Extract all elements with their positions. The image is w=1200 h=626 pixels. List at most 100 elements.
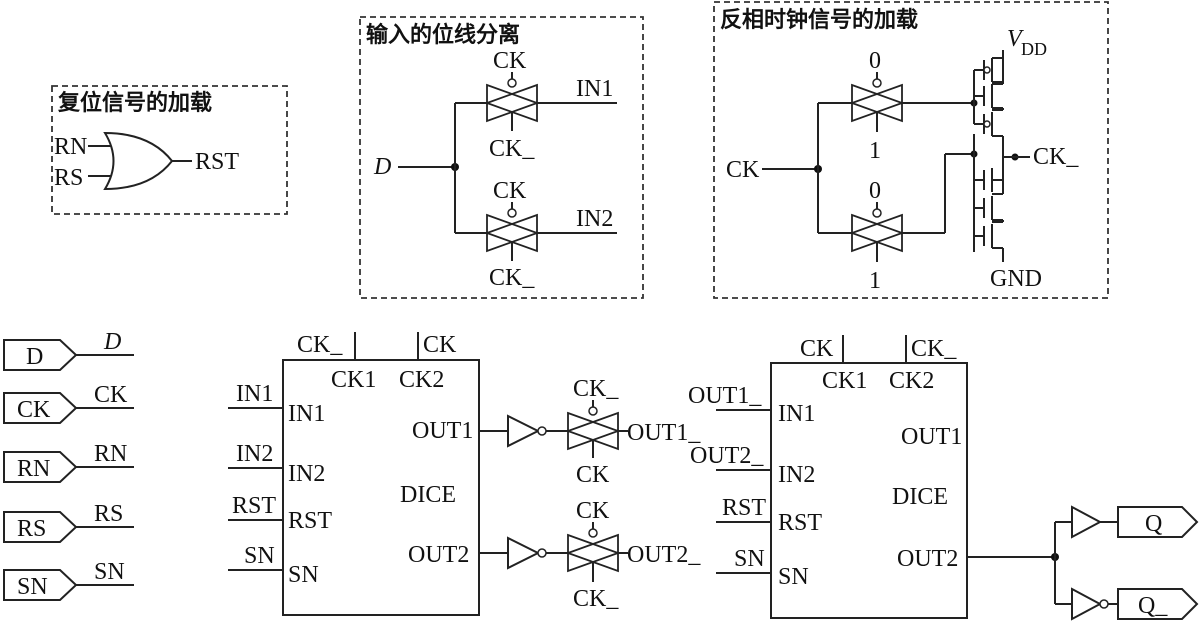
input-d-label: D [373, 154, 391, 180]
top-tg-ckb-label: CK_ [489, 136, 535, 162]
dice2-top-right-net: CK_ [911, 336, 957, 362]
dice2-pin-out2: OUT2 [897, 546, 958, 572]
transmission-gate-top [484, 72, 540, 131]
vdd-sub-label: DD [1021, 39, 1047, 59]
dice2-net-sn: SN [734, 546, 765, 572]
port-ck-net: CK [94, 382, 128, 408]
middle-path-top: CK_ CK OUT1_ [507, 376, 701, 488]
clock-inversion-box: 反相时钟信号的加载 CK 0 1 0 1 [713, 1, 1109, 299]
bot-tg-ckb-label: CK_ [489, 265, 535, 291]
dice1-net-sn: SN [244, 543, 275, 569]
port-ck-label: CK [17, 397, 51, 423]
output-stage: Q Q_ [1051, 505, 1199, 621]
input-out1-label: IN1 [576, 76, 613, 102]
transmission-gate-clock-bottom [849, 202, 905, 262]
output-q-label: Q [1145, 511, 1162, 537]
buffer-q [1071, 505, 1103, 539]
dice1-pin-out2: OUT2 [408, 542, 469, 568]
or-gate [103, 131, 174, 191]
port-d-net: D [103, 329, 121, 355]
dice1-name: DICE [400, 482, 456, 508]
port-sn-label: SN [17, 574, 48, 600]
port-sn: SN SN [3, 559, 134, 601]
reset-in2-label: RS [54, 165, 83, 191]
reset-box-border [51, 85, 288, 215]
dice2-pin-ck2: CK2 [889, 368, 934, 394]
inverter-bottom [507, 536, 541, 570]
clock-box-border [713, 1, 1109, 299]
dice2-net-in1: OUT1_ [688, 383, 762, 409]
port-rs: RS RS [3, 501, 134, 543]
mid-bot-tg-top: CK [576, 498, 610, 524]
reset-signal-box: 复位信号的加载 RN RS RST [51, 85, 288, 215]
dice-block-1: CK_ CK CK1 CK2 IN1 IN2 RST SN IN1 IN2 RS… [228, 332, 508, 616]
dice-block-2: CK CK_ CK1 CK2 OUT1_ OUT2_ RST SN IN1 IN… [688, 335, 1055, 619]
dice2-body [770, 362, 968, 619]
bot-tg-ck-label: CK [493, 178, 527, 204]
inverter-qb [1071, 587, 1103, 621]
mid-top-tg-bottom: CK [576, 462, 610, 488]
output-port-qb [1117, 588, 1199, 620]
dice2-net-rst: RST [722, 495, 766, 521]
clock-top-1: 1 [869, 138, 881, 164]
port-ck: CK CK [3, 382, 134, 424]
input-split-box: 输入的位线分离 D CK CK_ IN1 CK CK_ IN2 [359, 16, 644, 299]
dice2-pin-in2: IN2 [778, 462, 815, 488]
input-box-title: 输入的位线分离 [366, 22, 520, 48]
top-tg-ck-label: CK [493, 48, 527, 74]
dice1-net-rst: RST [232, 493, 276, 519]
port-rs-net: RS [94, 501, 123, 527]
dice1-top-left-net: CK_ [297, 332, 343, 358]
dice2-pin-out1: OUT1 [901, 424, 962, 450]
dice2-top-left-net: CK [800, 336, 834, 362]
middle-path-bottom: CK CK_ OUT2_ [507, 498, 701, 612]
reset-out-label: RST [195, 149, 239, 175]
mid-bot-tg-bottom: CK_ [573, 586, 619, 612]
dice2-pin-sn: SN [778, 564, 809, 590]
gnd-label: GND [990, 266, 1042, 292]
mid-bot-out: OUT2_ [627, 542, 701, 568]
input-box-border [359, 16, 644, 299]
mid-top-out: OUT1_ [627, 420, 701, 446]
port-rn-net: RN [94, 441, 127, 467]
dice2-pin-rst: RST [778, 510, 822, 536]
dice1-pin-out1: OUT1 [412, 418, 473, 444]
transmission-gate-bottom [484, 202, 540, 261]
dice2-name: DICE [892, 484, 948, 510]
transistor-stack [974, 50, 1030, 262]
dice1-pin-sn: SN [288, 562, 319, 588]
reset-box-title: 复位信号的加载 [57, 90, 212, 116]
dice1-body [282, 359, 480, 616]
port-d-label: D [26, 344, 43, 370]
input-out2-label: IN2 [576, 206, 613, 232]
input-ports: D D CK CK RN RN RS RS SN SN [3, 329, 134, 601]
dice2-pin-in1: IN1 [778, 401, 815, 427]
dice1-pin-in1: IN1 [288, 401, 325, 427]
dice1-net-in1: IN1 [236, 381, 273, 407]
dice1-pin-ck2: CK2 [399, 367, 444, 393]
port-sn-net: SN [94, 559, 125, 585]
dice1-pin-rst: RST [288, 508, 332, 534]
reset-in1-label: RN [54, 134, 87, 160]
dice2-pin-ck1: CK1 [822, 368, 867, 394]
output-port-q [1117, 506, 1199, 538]
clock-bot-0: 0 [869, 178, 881, 204]
dice1-top-right-net: CK [423, 332, 457, 358]
clock-box-title: 反相时钟信号的加载 [720, 7, 918, 33]
output-qb-label: Q_ [1138, 593, 1168, 619]
clock-ck-label: CK [726, 157, 760, 183]
dice1-pin-ck1: CK1 [331, 367, 376, 393]
dice1-pin-in2: IN2 [288, 461, 325, 487]
port-rs-label: RS [17, 516, 46, 542]
dice2-net-in2: OUT2_ [690, 443, 764, 469]
vdd-v-label: V [1007, 26, 1024, 52]
clock-ckb-label: CK_ [1033, 144, 1079, 170]
port-rn: RN RN [3, 441, 134, 483]
transmission-gate-mid-bottom [565, 522, 621, 582]
transmission-gate-mid-top [565, 400, 621, 458]
mid-top-tg-top: CK_ [573, 376, 619, 402]
inverter-top [507, 414, 541, 448]
clock-bot-1: 1 [869, 268, 881, 294]
port-rn-label: RN [17, 456, 50, 482]
